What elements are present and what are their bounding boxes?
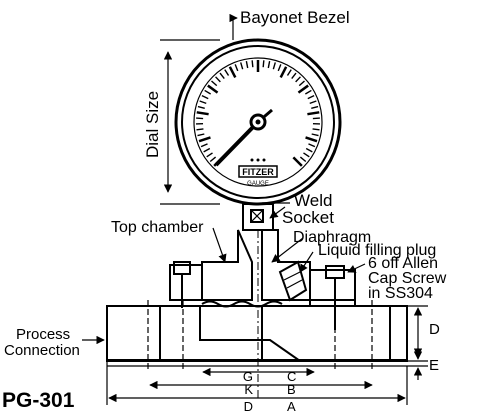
dial-tick xyxy=(305,147,313,153)
dial-tick xyxy=(204,89,212,95)
dim-c: C xyxy=(287,369,296,384)
dial-tick xyxy=(303,152,310,158)
dial-tick xyxy=(267,60,271,69)
dial-tick xyxy=(211,80,218,87)
dial-tick xyxy=(196,111,209,116)
dial-tick xyxy=(311,105,319,110)
label-top-chamber: Top chamber xyxy=(111,219,204,236)
label-dial-size: Dial Size xyxy=(143,91,162,158)
label-weld: Weld xyxy=(294,191,332,210)
dial-tick xyxy=(251,60,254,68)
dial-tick xyxy=(307,111,320,116)
dial-tick xyxy=(277,64,282,72)
dim-b: B xyxy=(287,382,296,397)
dial-tick xyxy=(201,94,209,100)
dim-e: E xyxy=(429,357,439,374)
dial-tick xyxy=(207,84,219,94)
needle-hub-center xyxy=(255,119,261,125)
flange xyxy=(106,305,408,362)
dial-tick xyxy=(206,152,213,158)
brand-text: FITZER xyxy=(242,167,274,177)
dial-tick xyxy=(308,143,316,148)
dim-k: K xyxy=(244,382,253,397)
label-cap-screw-1: 6 off Allen xyxy=(368,255,438,272)
dial-tick xyxy=(215,76,221,83)
dial-tick xyxy=(299,156,307,163)
dial-tick xyxy=(311,133,319,137)
label-bayonet-bezel: Bayonet Bezel xyxy=(240,8,350,27)
label-socket: Socket xyxy=(282,208,334,227)
labels: Bayonet Bezel Dial Size Weld Socket Top … xyxy=(2,8,447,414)
brand-logo: FITZER GAUGE xyxy=(238,158,278,187)
dial-tick xyxy=(262,60,265,68)
dial-tick xyxy=(305,136,318,143)
dim-a: A xyxy=(287,399,296,414)
dim-d-right: D xyxy=(429,321,440,338)
bezel-inner xyxy=(181,45,335,199)
dial-tick xyxy=(312,128,320,131)
dial-tick xyxy=(245,60,249,69)
dial-tick xyxy=(279,66,288,79)
socket xyxy=(242,203,274,231)
dial-tick xyxy=(203,147,211,153)
needle xyxy=(214,120,260,167)
gauge-text: GAUGE xyxy=(247,181,269,187)
dial-tick xyxy=(234,64,239,72)
dial-tick xyxy=(272,62,276,70)
dial-tick xyxy=(219,72,225,79)
dial-tick xyxy=(197,133,205,137)
dial-tick xyxy=(295,76,301,83)
dial-tick xyxy=(197,105,205,110)
dial-tick xyxy=(298,80,305,87)
dimension-lines xyxy=(106,39,428,405)
lower-body xyxy=(106,230,408,400)
label-diaphragm: Diaphragm xyxy=(293,229,371,246)
label-process: Process xyxy=(16,326,70,343)
dial-tick xyxy=(307,94,315,100)
dim-d-bottom: D xyxy=(244,399,253,414)
label-model: PG-301 xyxy=(2,389,75,412)
label-connection: Connection xyxy=(4,342,80,359)
dial-tick xyxy=(228,66,237,79)
dial-face xyxy=(193,57,323,187)
dial-tick xyxy=(286,69,292,76)
dial-tick xyxy=(196,128,204,131)
label-cap-screw-2: Cap Screw xyxy=(368,270,447,287)
leader-lines xyxy=(82,13,366,345)
label-cap-screw-3: in SS304 xyxy=(368,285,433,302)
dial-tick xyxy=(240,62,244,70)
dial-tick xyxy=(291,72,297,79)
dial-ticks xyxy=(196,60,320,167)
dial-tick xyxy=(198,136,211,143)
dial-tick xyxy=(304,89,312,95)
dim-g: G xyxy=(243,369,253,384)
dial-tick xyxy=(200,143,208,148)
dial-tick xyxy=(224,69,230,76)
dial-tick xyxy=(297,84,309,94)
gauge: FITZER GAUGE xyxy=(174,38,342,206)
dial-tick xyxy=(209,156,217,163)
dial-tick xyxy=(292,156,303,167)
dial-tick xyxy=(309,100,317,105)
dial-tick xyxy=(199,100,207,105)
label-liquid-filling-plug: Liquid filling plug xyxy=(318,242,436,259)
